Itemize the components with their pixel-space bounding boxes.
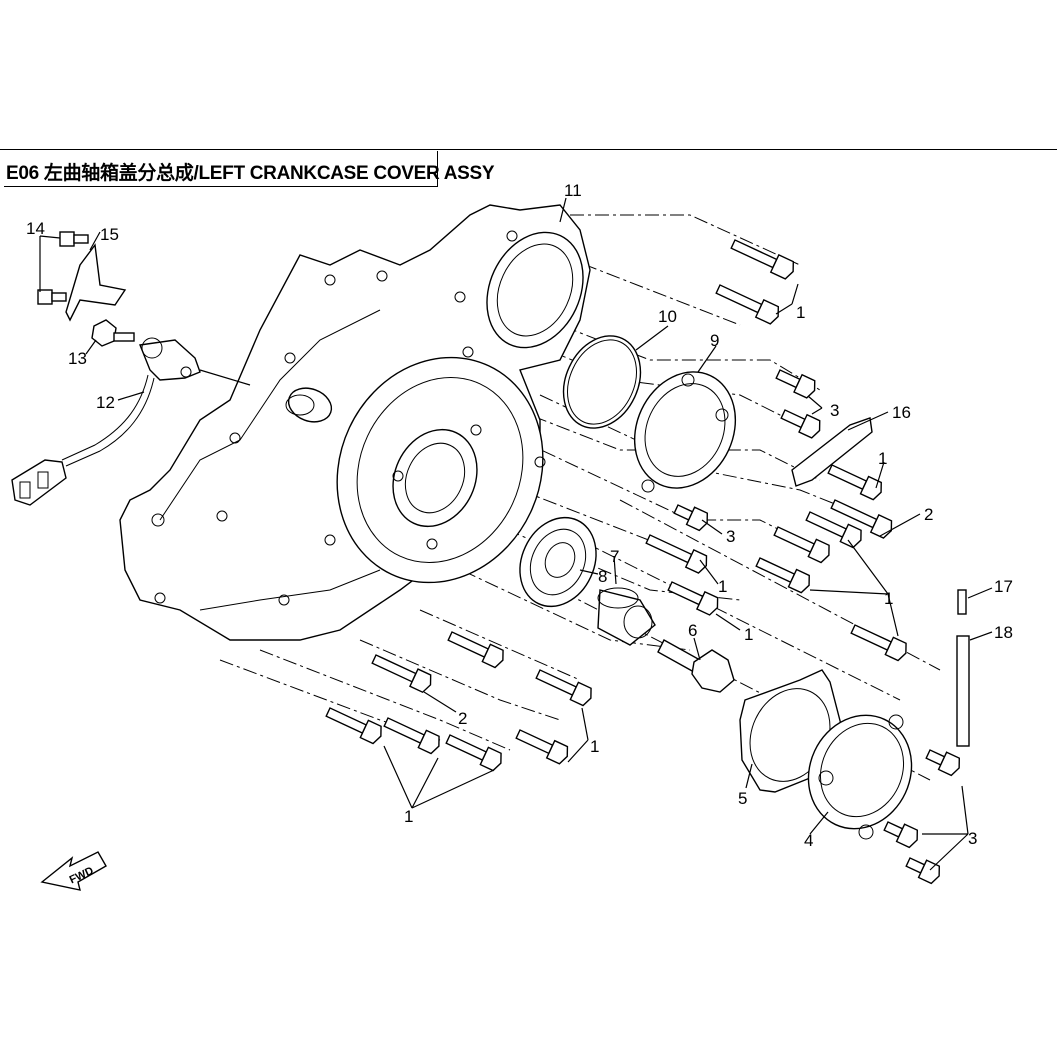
callout-1: 1 [718,577,727,596]
callout-1: 1 [590,737,599,756]
callout-15: 15 [100,225,119,244]
callout-16: 16 [892,403,911,422]
bolts [325,239,961,885]
wire-bracket [65,243,127,322]
small-bolts-14 [37,231,89,305]
callout-8: 8 [598,567,607,586]
callout-3: 3 [968,829,977,848]
callout-12: 12 [96,393,115,412]
clutch-cover [807,714,913,840]
dowel-pin-18 [956,635,970,747]
callout-6: 6 [688,621,697,640]
callout-14: 14 [26,219,45,238]
left-crankcase-cover [119,204,591,641]
o-ring [562,335,642,429]
callout-18: 18 [994,623,1013,642]
bearing [519,516,597,608]
callout-11: 11 [564,181,582,200]
flange-bolt-6 [657,639,735,693]
callout-3: 3 [830,401,839,420]
wire-clip-plate [791,417,873,487]
callout-1: 1 [796,303,805,322]
callout-1: 1 [884,589,893,608]
callout-labels: 1 1 1 1 1 1 1 2 2 3 3 3 4 5 6 7 8 9 10 1… [26,181,1013,850]
bolt-13 [91,319,135,347]
timing-cover [633,371,737,493]
leader-lines [39,197,993,871]
callout-1: 1 [878,449,887,468]
callout-9: 9 [710,331,719,350]
speed-sensor-assembly [11,337,251,506]
callout-4: 4 [804,831,813,850]
callout-7: 7 [610,547,619,566]
dowel-pin-17 [957,589,967,615]
callout-1: 1 [404,807,413,826]
callout-1: 1 [744,625,753,644]
header-rule [0,149,1057,150]
callout-2: 2 [924,505,933,524]
bushing [597,587,656,646]
callout-13: 13 [68,349,87,368]
callout-2: 2 [458,709,467,728]
fwd-arrow-icon: FWD [40,851,107,891]
callout-5: 5 [738,789,747,808]
callout-10: 10 [658,307,677,326]
callout-17: 17 [994,577,1013,596]
callout-3: 3 [726,527,735,546]
title-box [4,151,438,187]
diagram-title: E06 左曲轴箱盖分总成/LEFT CRANKCASE COVER ASSY [6,163,495,184]
